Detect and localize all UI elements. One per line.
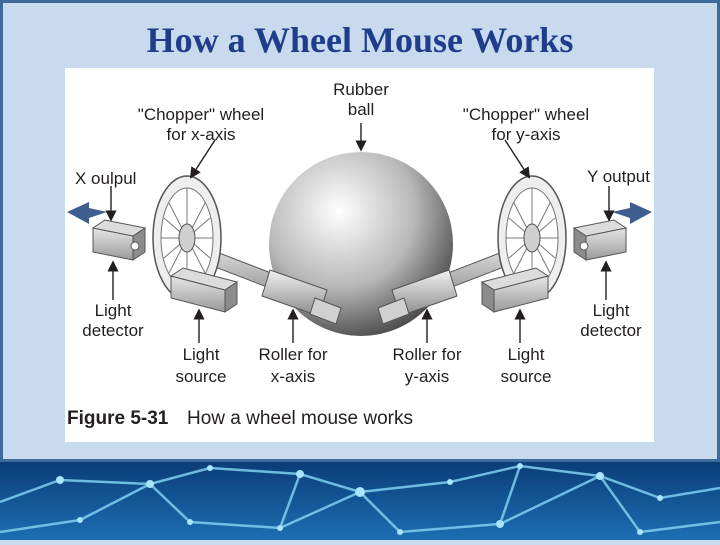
light-source-left [169, 267, 239, 313]
label-light-source-left-line1: Light [183, 345, 220, 364]
light-detector-right [572, 219, 628, 261]
label-rubber-ball-line1: Rubber [333, 80, 389, 99]
leader-chopper-x [189, 139, 216, 179]
y-axis-roller [377, 269, 458, 325]
label-chopper-y-line2: for y-axis [492, 125, 561, 144]
mouse-diagram: Rubber ball "Chopper" wheel for x-axis "… [67, 80, 652, 429]
label-chopper-y-line1: "Chopper" wheel [463, 105, 589, 124]
x-axis-roller [261, 269, 342, 325]
label-light-detector-left-line2: detector [82, 321, 144, 340]
label-light-source-left-line2: source [175, 367, 226, 386]
figure-caption-text: How a wheel mouse works [187, 408, 413, 429]
label-light-detector-left-line1: Light [95, 301, 132, 320]
label-x-output: X oulpul [75, 169, 136, 188]
label-chopper-x-line1: "Chopper" wheel [138, 105, 264, 124]
label-roller-x-line1: Roller for [259, 345, 328, 364]
label-light-source-right-line2: source [500, 367, 551, 386]
slide-title: How a Wheel Mouse Works [146, 20, 574, 60]
x-output-arrow [67, 202, 107, 224]
label-light-source-right-line1: Light [508, 345, 545, 364]
chopper-wheel-y [497, 175, 567, 301]
label-roller-y-line1: Roller for [393, 345, 462, 364]
figure-caption-number: Figure 5-31 [67, 408, 169, 429]
footer-network-decoration [0, 462, 720, 540]
chopper-wheel-x [152, 175, 222, 301]
label-roller-x-line2: x-axis [271, 367, 315, 386]
mouse-figure-panel: Rubber ball "Chopper" wheel for x-axis "… [65, 68, 654, 442]
leader-chopper-y [504, 139, 531, 179]
label-light-detector-right-line1: Light [593, 301, 630, 320]
label-light-detector-right-line2: detector [580, 321, 642, 340]
label-chopper-x-line2: for x-axis [167, 125, 236, 144]
y-output-arrow [612, 202, 652, 224]
label-roller-y-line2: y-axis [405, 367, 449, 386]
label-y-output: Y output [587, 167, 650, 186]
light-source-right [480, 267, 550, 313]
light-detector-left [91, 219, 147, 261]
label-rubber-ball-line2: ball [348, 100, 374, 119]
